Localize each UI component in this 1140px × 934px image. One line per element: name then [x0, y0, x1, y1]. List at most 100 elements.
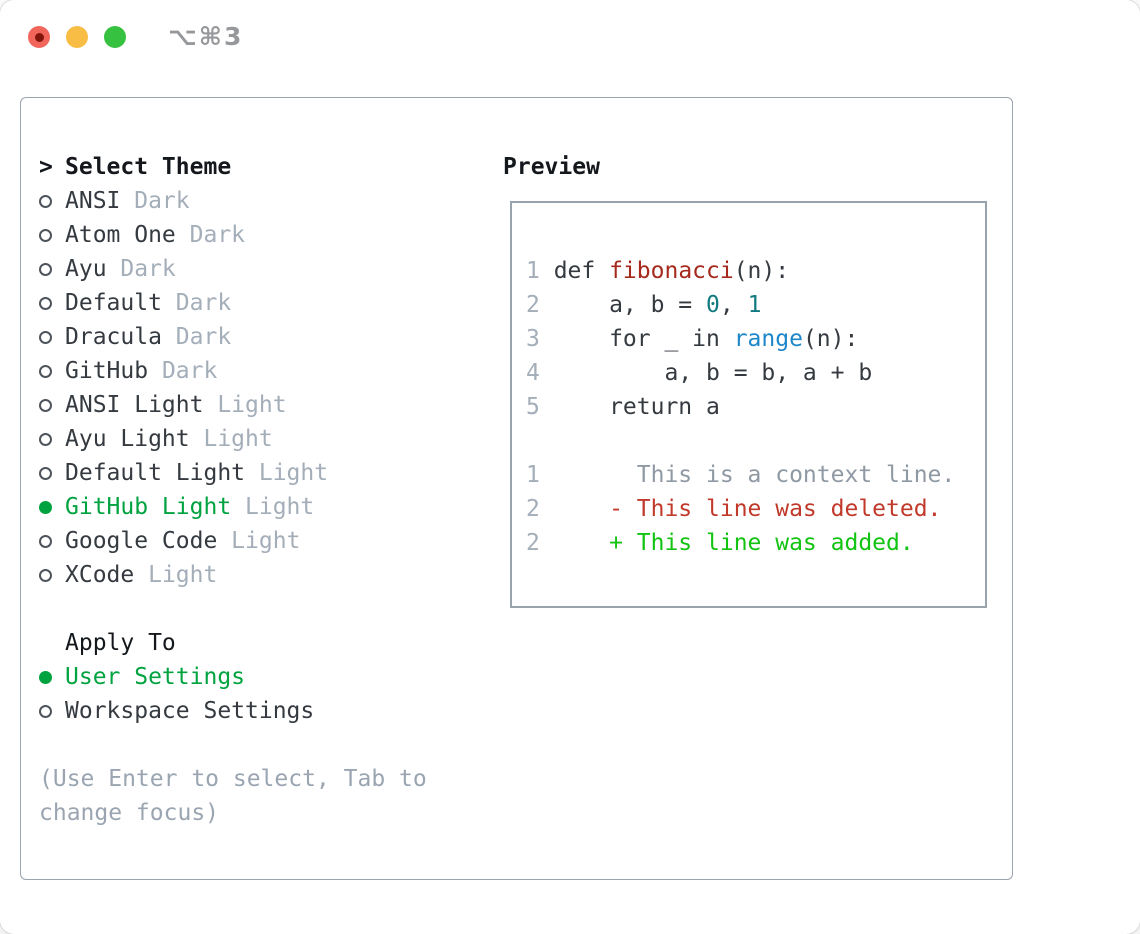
preview-line-code: 4 a, b = b, a + b: [526, 356, 985, 390]
theme-variant: Light: [245, 460, 329, 486]
theme-option-marker: [39, 194, 65, 208]
theme-option-marker: [39, 432, 65, 446]
theme-option[interactable]: Default Light Light: [39, 456, 479, 490]
zoom-button[interactable]: [104, 26, 126, 48]
theme-name: Ayu Light: [65, 426, 190, 452]
radio-icon: [39, 330, 52, 344]
theme-name: Dracula: [65, 324, 162, 350]
select-theme-title: Select Theme: [65, 154, 232, 180]
prompt-icon: >: [39, 154, 53, 180]
code-token: for _ in: [553, 326, 734, 352]
theme-option-marker: [39, 398, 65, 412]
radio-icon: [39, 364, 52, 378]
theme-variant: Dark: [148, 358, 218, 384]
theme-variant: Dark: [120, 188, 190, 214]
theme-option[interactable]: GitHub Dark: [39, 354, 479, 388]
theme-option[interactable]: Dracula Dark: [39, 320, 479, 354]
theme-name: Ayu: [65, 256, 107, 282]
radio-icon: [39, 194, 52, 208]
preview-line-code: 2 a, b = 0, 1: [526, 288, 985, 322]
theme-variant: Dark: [161, 324, 232, 350]
radio-icon: [39, 534, 52, 548]
theme-option[interactable]: Default Dark: [39, 286, 479, 320]
apply-to-header: Apply To: [39, 626, 479, 660]
theme-name: GitHub Light: [65, 494, 232, 520]
theme-name: Google Code: [65, 528, 218, 554]
theme-option[interactable]: Ayu Dark: [39, 252, 479, 286]
theme-option-marker: [39, 364, 65, 378]
close-button[interactable]: [28, 26, 50, 48]
apply-to-option[interactable]: User Settings: [39, 660, 479, 694]
code-token: (n):: [733, 258, 790, 284]
titlebar: ⌥⌘3: [0, 0, 1140, 97]
theme-name: ANSI Light: [65, 392, 204, 418]
theme-option[interactable]: ANSI Dark: [39, 184, 479, 218]
theme-option-marker: [39, 500, 65, 514]
apply-to-option[interactable]: Workspace Settings: [39, 694, 479, 728]
theme-variant: Light: [231, 494, 315, 520]
preview-line-code: 5 return a: [526, 390, 985, 424]
line-number: 2: [526, 496, 540, 522]
code-token: 0: [706, 292, 720, 318]
radio-selected-icon: [39, 670, 52, 684]
theme-option[interactable]: XCode Light: [39, 558, 479, 592]
code-token: def: [553, 258, 610, 284]
theme-variant: Dark: [175, 222, 246, 248]
select-theme-header: > Select Theme: [39, 150, 479, 184]
preview-line-diff-context: 1 This is a context line.: [526, 458, 985, 492]
radio-icon: [39, 432, 52, 446]
line-number: 1: [526, 462, 540, 488]
code-token: This is a context line.: [553, 462, 956, 488]
preview-line-diff-added: 2 + This line was added.: [526, 526, 985, 560]
theme-option[interactable]: Google Code Light: [39, 524, 479, 558]
theme-option-marker: [39, 534, 65, 548]
radio-icon: [39, 398, 52, 412]
theme-option-marker: [39, 330, 65, 344]
line-number: 3: [526, 326, 540, 352]
radio-icon: [39, 704, 52, 718]
theme-option-marker: [39, 568, 65, 582]
theme-name: Default Light: [65, 460, 246, 486]
radio-icon: [39, 262, 52, 276]
radio-icon: [39, 228, 52, 242]
theme-option-marker: [39, 262, 65, 276]
code-token: a, b =: [553, 292, 707, 318]
theme-option[interactable]: Ayu Light Light: [39, 422, 479, 456]
code-token: 1: [747, 292, 762, 318]
theme-option[interactable]: ANSI Light Light: [39, 388, 479, 422]
line-number: 4: [526, 360, 540, 386]
radio-icon: [39, 568, 52, 582]
theme-option[interactable]: GitHub Light Light: [39, 490, 479, 524]
code-token: fibonacci: [609, 258, 734, 284]
code-token: + This line was added.: [553, 530, 914, 556]
unsaved-dot-icon: [34, 32, 44, 42]
theme-option[interactable]: Atom One Dark: [39, 218, 479, 252]
theme-variant: Dark: [106, 256, 176, 282]
minimize-button[interactable]: [66, 26, 88, 48]
theme-name: ANSI: [65, 188, 121, 214]
preview-line-code: 3 for _ in range(n):: [526, 322, 985, 356]
preview-title: Preview: [503, 154, 600, 180]
radio-selected-icon: [39, 500, 52, 514]
apply-to-label: Workspace Settings: [65, 698, 315, 724]
preview-line-blank: [526, 424, 985, 458]
theme-variant: Light: [217, 528, 301, 554]
line-number: 2: [526, 292, 540, 318]
theme-variant: Light: [189, 426, 273, 452]
theme-name: Atom One: [65, 222, 176, 248]
theme-variant: Dark: [161, 290, 232, 316]
theme-option-marker: [39, 466, 65, 480]
apply-to-option-marker: [39, 670, 65, 684]
line-number: 2: [526, 530, 540, 556]
apply-to-label: User Settings: [65, 664, 246, 690]
radio-icon: [39, 296, 52, 310]
code-token: (n):: [802, 326, 859, 352]
theme-variant: Light: [203, 392, 287, 418]
